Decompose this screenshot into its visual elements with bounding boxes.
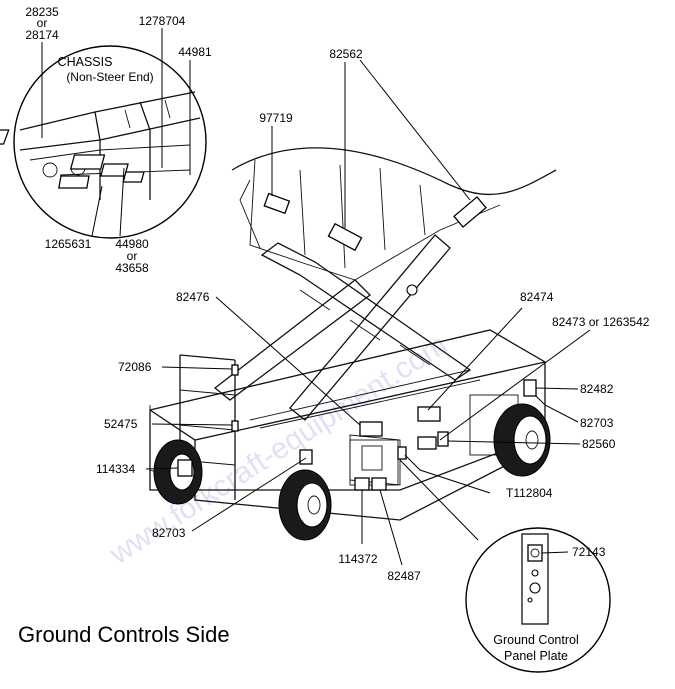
label-52475: 52475 [104,417,138,431]
label-or-1: or [37,16,48,30]
label-82560: 82560 [582,437,616,451]
wheel-rear-right [493,403,551,477]
decal-52475 [231,420,239,432]
diagram-title: Ground Controls Side [18,622,230,647]
label-28174: 28174 [25,28,59,42]
panel-caption-line1: Ground Control [493,633,578,647]
decal-82560 [437,431,449,447]
label-or-2: or [127,249,138,263]
decal-44980 [69,154,106,170]
label-72086: 72086 [118,360,152,374]
label-82476: 82476 [176,290,210,304]
decal-82482 [523,379,537,397]
label-82703-right: 82703 [580,416,614,430]
decal-112804 [397,446,407,460]
decal-1265631 [58,175,90,189]
decal-82562-left [327,222,363,252]
label-t112804: T112804 [506,486,553,500]
panel-caption-line2: Panel Plate [504,649,568,663]
label-114334: 114334 [96,462,135,476]
decal-97719 [263,192,291,215]
decal-1278704 [100,163,129,177]
decal-82487 [371,477,387,491]
label-43658: 43658 [115,261,149,275]
panel-plate-inset [465,527,611,673]
decal-82703-left [299,449,313,465]
decal-82474 [417,406,441,422]
panel-plate [521,533,549,625]
label-72143: 72143 [572,545,606,559]
label-44980: 44980 [115,237,149,251]
label-82474: 82474 [520,290,554,304]
label-1278704: 1278704 [139,14,186,28]
leader-lines [145,59,591,566]
wheel-front-right [278,469,332,541]
label-82482: 82482 [580,382,614,396]
label-82473-or-1263542: 82473 or 1263542 [552,315,650,329]
chassis-heading: CHASSIS [58,55,113,69]
label-44981: 44981 [178,45,212,59]
panel-plate-circle [465,527,611,673]
break-line [231,147,557,196]
decal-114372 [354,477,370,491]
pivot-pin [406,284,418,296]
decal-82473 [417,436,437,450]
decal-72086 [231,364,239,376]
scissor-lift-drawing [149,147,557,541]
label-28235: 28235 [25,5,59,19]
decal-28235 [0,129,10,145]
decal-114334 [177,459,193,477]
label-82703-left: 82703 [152,526,186,540]
decal-44981 [122,171,145,183]
decal-72143 [527,544,543,562]
decal-82476 [359,421,383,437]
chassis-inset [0,28,207,239]
label-114372: 114372 [338,552,377,566]
label-82487: 82487 [387,569,421,583]
label-82562: 82562 [329,47,363,61]
decals [177,192,537,491]
label-1265631: 1265631 [45,237,92,251]
label-97719: 97719 [259,111,293,125]
decal-82562-right [453,196,487,228]
chassis-inset-circle [13,45,207,239]
chassis-subheading: (Non-Steer End) [66,70,153,84]
